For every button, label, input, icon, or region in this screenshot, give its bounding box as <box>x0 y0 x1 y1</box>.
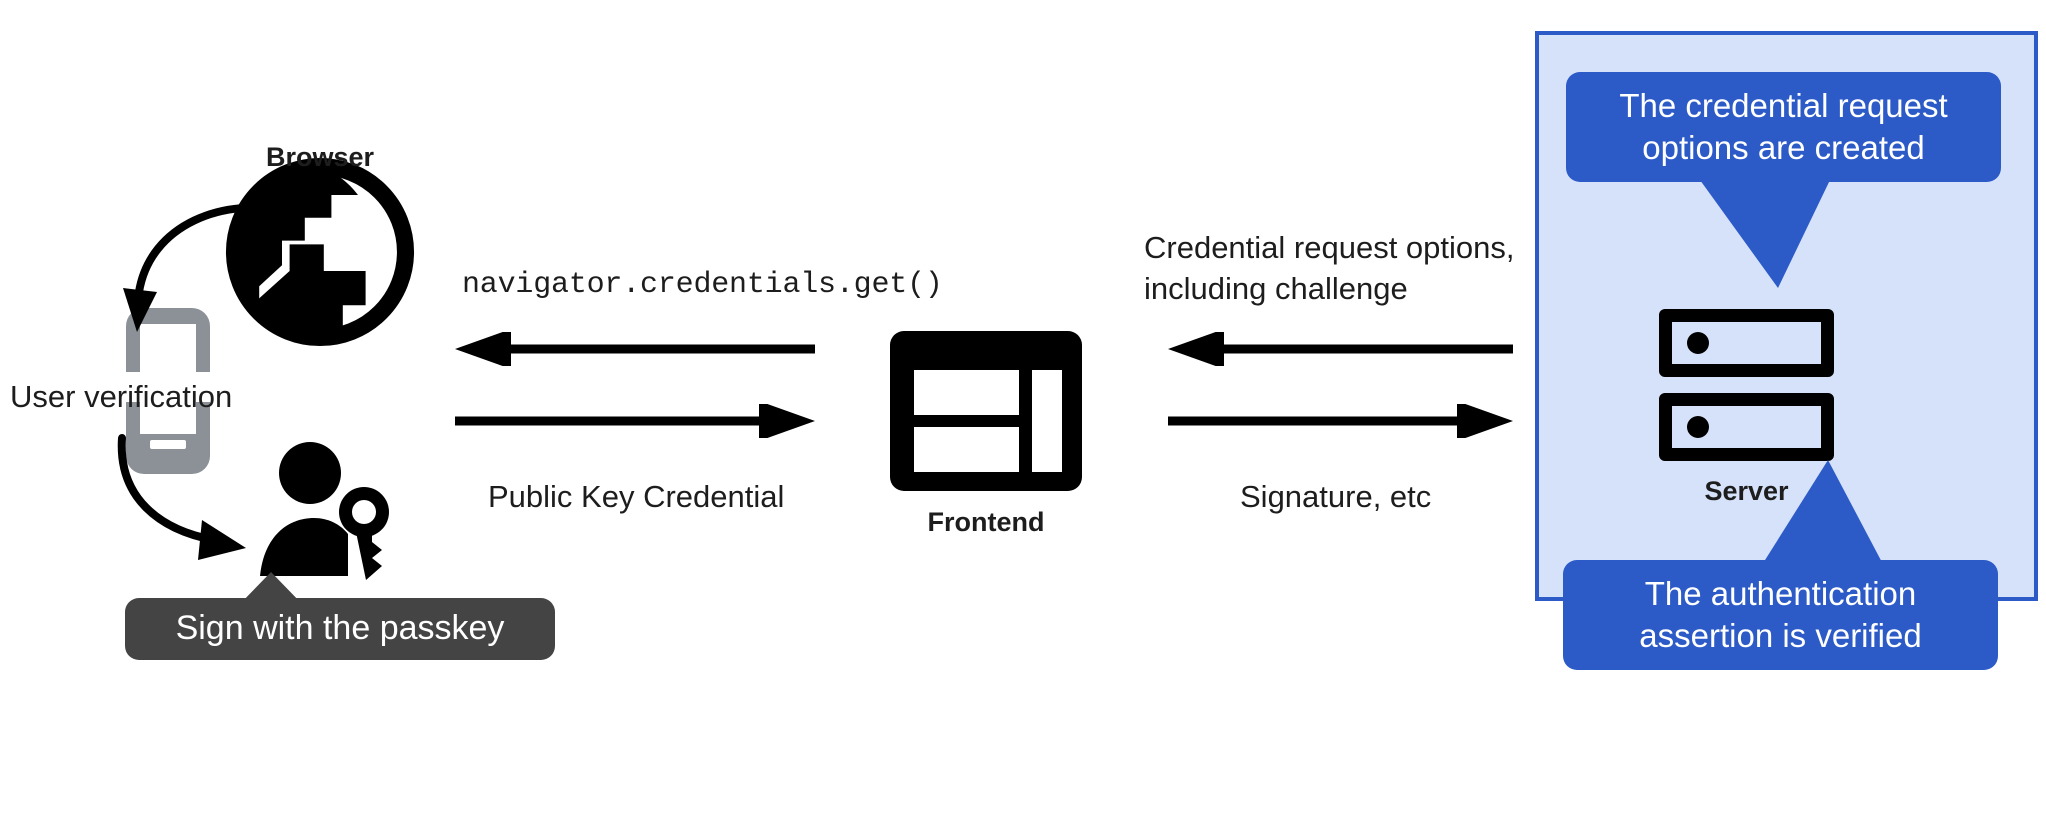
flow-label-credential-request-options: Credential request options, including ch… <box>1144 230 1515 306</box>
frontend-pane-bottom-left <box>914 427 1019 472</box>
callout-tail-top <box>1700 180 1830 288</box>
frontend-icon <box>890 331 1082 491</box>
phone-icon <box>126 308 210 474</box>
arrow-browser-to-phone <box>123 203 294 332</box>
server-rack-icon <box>1659 309 1834 461</box>
browser-label: Browser <box>265 142 375 172</box>
frontend-label: Frontend <box>927 507 1045 537</box>
callout-sign-with-passkey-text: Sign with the passkey <box>175 609 505 648</box>
server-rack-unit-top <box>1659 309 1834 377</box>
arrow-frontend-to-browser <box>455 332 815 366</box>
frontend-pane-right <box>1032 370 1062 472</box>
user-verification-label: User verification <box>10 379 233 414</box>
callout-sign-with-passkey: Sign with the passkey <box>125 598 555 660</box>
callout-credential-request-created-text: The credential request options are creat… <box>1619 86 1948 166</box>
server-led-bottom <box>1687 416 1709 438</box>
callout-tail-bottom <box>1760 460 1885 568</box>
arrow-browser-to-frontend <box>455 404 815 438</box>
callout-assertion-verified-text: The authentication assertion is verified <box>1639 574 1922 654</box>
arrow-server-to-frontend <box>1168 332 1513 366</box>
arrow-frontend-to-server <box>1168 404 1513 438</box>
flow-label-public-key-credential: Public Key Credential <box>488 479 785 514</box>
server-led-top <box>1687 332 1709 354</box>
callout-assertion-verified: The authentication assertion is verified <box>1563 560 1998 670</box>
arrow-phone-to-user <box>117 434 246 560</box>
callout-credential-request-created: The credential request options are creat… <box>1566 72 2001 182</box>
flow-label-signature-etc: Signature, etc <box>1240 479 1432 514</box>
frontend-pane-top-left <box>914 370 1019 415</box>
server-label: Server <box>1704 476 1789 506</box>
callout-tail-passkey <box>238 572 304 606</box>
person-with-key-icon <box>260 442 389 580</box>
globe-icon <box>225 157 415 347</box>
flow-label-navigator-credentials-get: navigator.credentials.get() <box>462 268 943 302</box>
server-rack-unit-bottom <box>1659 393 1834 461</box>
